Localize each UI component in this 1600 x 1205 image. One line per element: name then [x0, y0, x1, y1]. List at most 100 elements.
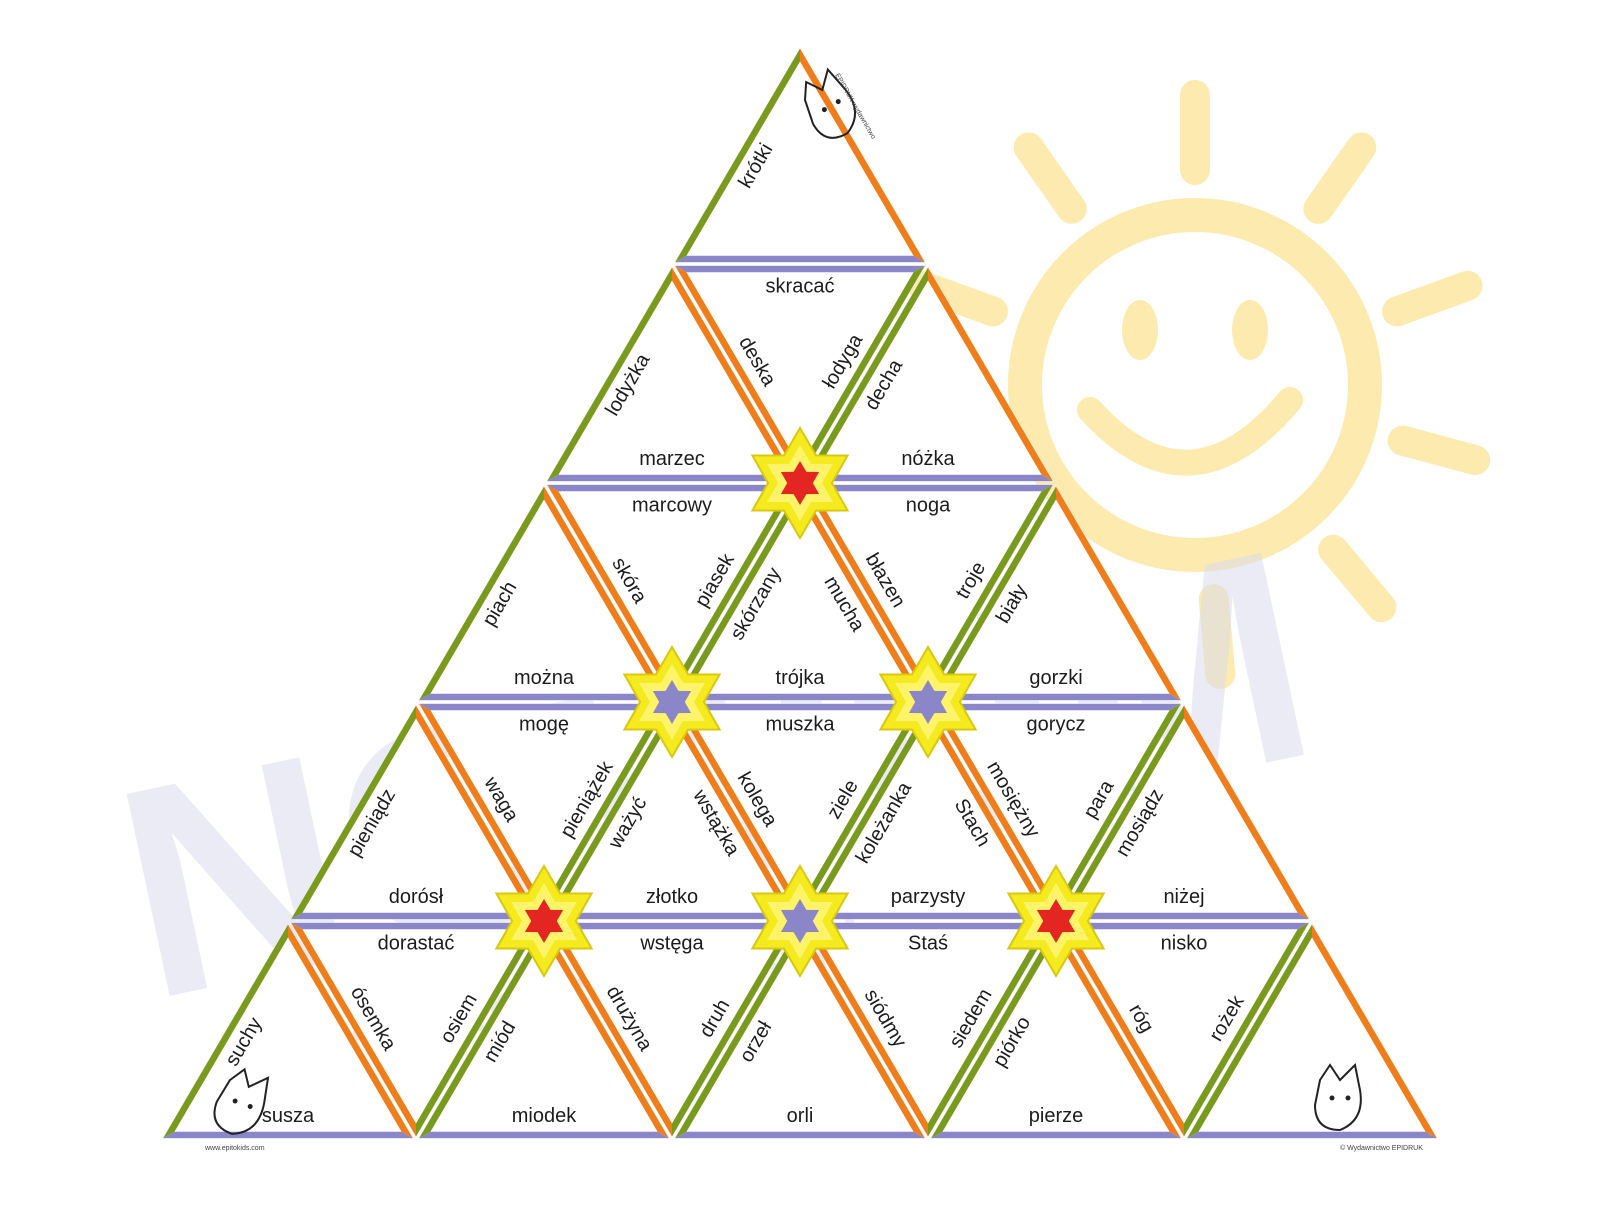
- tile-edge-strip: [931, 693, 1181, 701]
- tile-edge-strip: [803, 474, 1053, 482]
- tile-edge-strip: [803, 484, 1053, 492]
- tile-edge-strip: [675, 486, 800, 701]
- tile-word: miodek: [512, 1105, 577, 1127]
- tile-edge-strip: [928, 267, 1053, 482]
- tile-word: trójka: [776, 667, 826, 689]
- star-connector-icon: [750, 864, 850, 978]
- cat-doodle-left-icon: [213, 1067, 270, 1135]
- tile-word: gorycz: [1027, 714, 1086, 736]
- tile-edge-strip: [672, 267, 797, 482]
- puzzle-tile[interactable]: [546, 266, 798, 482]
- tile-edge-strip: [931, 1131, 1181, 1139]
- tile-edge-strip: [419, 1131, 669, 1139]
- puzzle-tile[interactable]: [674, 485, 926, 701]
- tile-edge-strip: [675, 48, 800, 263]
- sun-ray: [1387, 425, 1491, 476]
- tile-edge-strip: [1059, 705, 1184, 920]
- tile-edge-strip: [672, 705, 797, 920]
- puzzle-tile[interactable]: [1058, 922, 1310, 1138]
- tile-word: muszka: [766, 714, 836, 736]
- tile-edge-strip: [291, 705, 416, 920]
- puzzle-tile[interactable]: [802, 484, 1054, 700]
- tile-edge-strip: [547, 484, 797, 492]
- puzzle-tile[interactable]: [930, 923, 1182, 1139]
- tile-edge-strip: [675, 703, 925, 711]
- tile-edge-strip: [419, 703, 544, 918]
- puzzle-tile[interactable]: [162, 923, 414, 1139]
- tile-edge-strip: [291, 922, 416, 1137]
- puzzle-tile[interactable]: [418, 923, 670, 1139]
- tile-edge-strip: [544, 703, 669, 918]
- tile-edge-strip: [803, 912, 1053, 920]
- puzzle-tile[interactable]: [1058, 704, 1310, 920]
- tile-edge-strip: [416, 705, 541, 920]
- puzzle-tile[interactable]: [546, 484, 798, 700]
- sun-ray: [1318, 534, 1397, 623]
- tile-edge-strip: [675, 1131, 925, 1139]
- sun-ray: [1303, 132, 1377, 224]
- tile-edge-strip: [547, 922, 797, 930]
- tile-edge-strip: [1056, 924, 1181, 1139]
- sun-ray: [1198, 584, 1236, 689]
- tile-edge-strip: [547, 474, 797, 482]
- tile-edge-strip: [931, 703, 1056, 918]
- tile-word: wstęga: [639, 933, 704, 955]
- tile-word: orli: [787, 1105, 814, 1127]
- puzzle-tile[interactable]: [674, 923, 926, 1139]
- sun-ray: [1013, 132, 1087, 224]
- puzzle-tile[interactable]: [930, 485, 1182, 701]
- puzzle-tile[interactable]: [418, 703, 670, 919]
- tile-word: można: [514, 667, 575, 689]
- cat-doodle-right-icon: [1313, 1062, 1362, 1132]
- tile-edge-strip: [672, 922, 797, 1137]
- tile-edge-strip: [803, 267, 928, 482]
- tile-edge-strip: [675, 924, 800, 1139]
- tile-word: mogę: [519, 714, 569, 736]
- tile-edge-strip: [800, 486, 925, 701]
- tile-shape: [674, 47, 926, 263]
- tile-edge-strip: [547, 912, 797, 920]
- tile-edge-strip: [1184, 922, 1309, 1137]
- tile-edge-strip: [803, 705, 928, 920]
- tile-edge-strip: [931, 924, 1056, 1139]
- tile-word: skracać: [766, 276, 835, 298]
- tile-word: marcowy: [632, 495, 712, 517]
- puzzle-tile[interactable]: [546, 704, 798, 920]
- tile-word: dorósł: [389, 886, 444, 908]
- tile-word: nóżka: [901, 448, 955, 470]
- tile-edge-strip: [291, 922, 541, 930]
- star-connector-icon: [878, 645, 978, 759]
- puzzle-tile[interactable]: [930, 703, 1182, 919]
- tile-edge-strip: [803, 922, 928, 1137]
- tile-edge-strip: [800, 703, 925, 918]
- star-connector-icon: [1006, 864, 1106, 978]
- tile-edge-strip: [1184, 705, 1309, 920]
- tile-edge-strip: [675, 255, 925, 263]
- puzzle-tile[interactable]: [674, 47, 926, 263]
- tile-word: złotko: [646, 886, 698, 908]
- puzzle-tile[interactable]: [290, 922, 542, 1138]
- puzzle-tile[interactable]: [674, 703, 926, 919]
- puzzle-tile[interactable]: [546, 922, 798, 1138]
- tile-edge-strip: [1059, 922, 1184, 1137]
- footer-right-copyright: © Wydawnictwo EPIDRUK: [1340, 1144, 1423, 1152]
- tile-edge-strip: [928, 922, 1053, 1137]
- tile-edge-strip: [544, 486, 669, 701]
- puzzle-tile[interactable]: [1186, 923, 1438, 1139]
- tile-edge-strip: [800, 265, 925, 480]
- puzzle-tile[interactable]: [802, 704, 1054, 920]
- sun-eye-left: [1122, 300, 1158, 360]
- tile-edge-strip: [419, 703, 669, 711]
- tile-edge-strip: [163, 924, 288, 1139]
- puzzle-tile[interactable]: [418, 485, 670, 701]
- puzzle-tile[interactable]: [290, 704, 542, 920]
- cat-doodle-top-icon: [803, 67, 856, 139]
- puzzle-tile[interactable]: [802, 922, 1054, 1138]
- star-connector-icon: [750, 426, 850, 540]
- star-connector-icon: [622, 645, 722, 759]
- tile-word: susza: [262, 1105, 315, 1127]
- puzzle-tile[interactable]: [802, 266, 1054, 482]
- puzzle-tile[interactable]: [674, 265, 926, 481]
